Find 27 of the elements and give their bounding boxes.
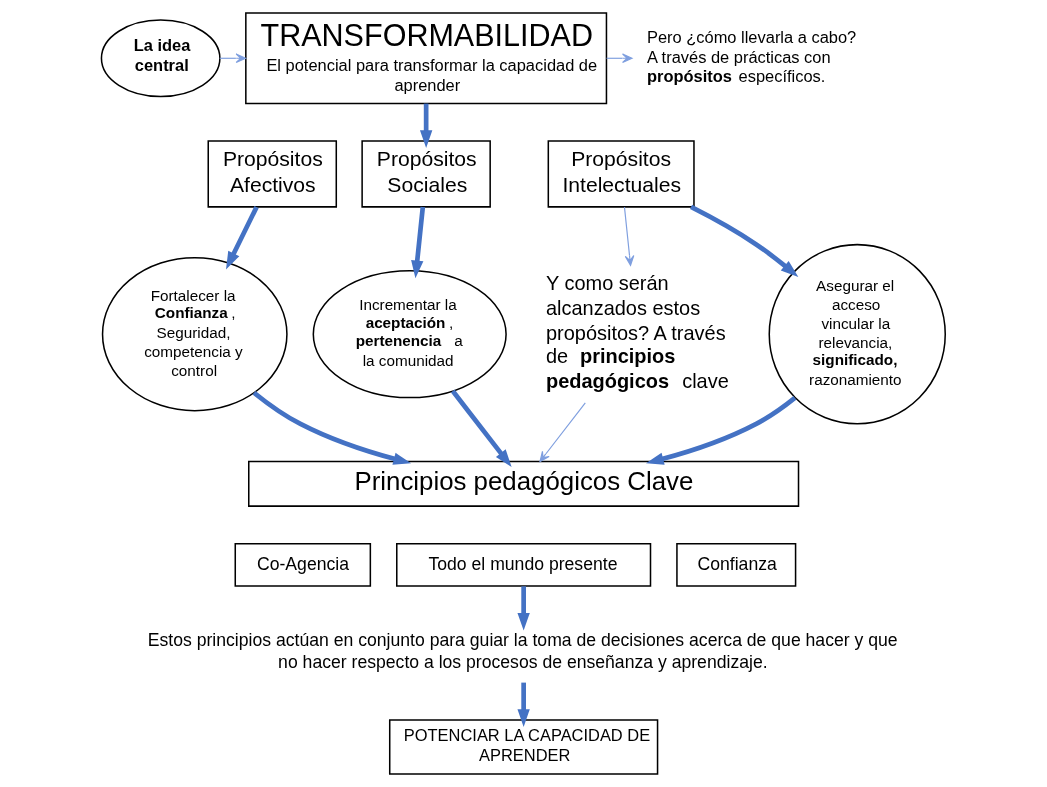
arrow bbox=[517, 682, 530, 727]
node-ellipse: Fortalecer la Confianza, Seguridad, competencia y control bbox=[101, 256, 288, 412]
arrow bbox=[623, 206, 635, 266]
node-box: Propósitos Sociales bbox=[361, 140, 491, 208]
node-text: Pero ¿cómo llevarla a cabo? A través de prácticas con propósitos específicos. bbox=[646, 28, 857, 86]
arrow bbox=[689, 204, 799, 277]
node-box: TRANSFORMABILIDAD El potencial para transformar la capacidad de aprender bbox=[245, 12, 608, 105]
node-text: Y como serán alcanzados estos propósitos? A través de principios pedagógicos clave bbox=[545, 272, 729, 392]
arrow bbox=[517, 586, 530, 631]
arrow bbox=[252, 390, 412, 465]
node-box: Todo el mundo presente bbox=[396, 542, 652, 587]
node-box: Co-Agencia bbox=[234, 542, 372, 587]
node-box: POTENCIAR LA CAPACIDAD DE APRENDER bbox=[388, 719, 659, 775]
arrow bbox=[646, 396, 797, 465]
node-box: Propósitos Intelectuales bbox=[547, 140, 695, 208]
node-circle: Asegurar el acceso vincular la relevancia, significado, razonamiento bbox=[768, 243, 946, 425]
arrow bbox=[411, 206, 426, 279]
arrow bbox=[450, 389, 512, 468]
node-text: Estos principios actúan en conjunto para guiar la toma de decisiones acerca de que hacer y que no hacer respecto a los procesos de enseñanza y aprendizaje. bbox=[147, 629, 898, 673]
node-box: Propósitos Afectivos bbox=[207, 140, 338, 208]
node-ellipse: La idea central bbox=[100, 19, 221, 98]
node-box: Principios pedagógicos Clave bbox=[248, 460, 800, 507]
arrow bbox=[226, 206, 259, 270]
arrow bbox=[419, 103, 433, 148]
node-box: Confianza bbox=[676, 542, 797, 587]
arrow bbox=[539, 402, 586, 462]
node-ellipse: Incrementar la aceptación, pertenencia a la comunidad bbox=[312, 270, 507, 399]
